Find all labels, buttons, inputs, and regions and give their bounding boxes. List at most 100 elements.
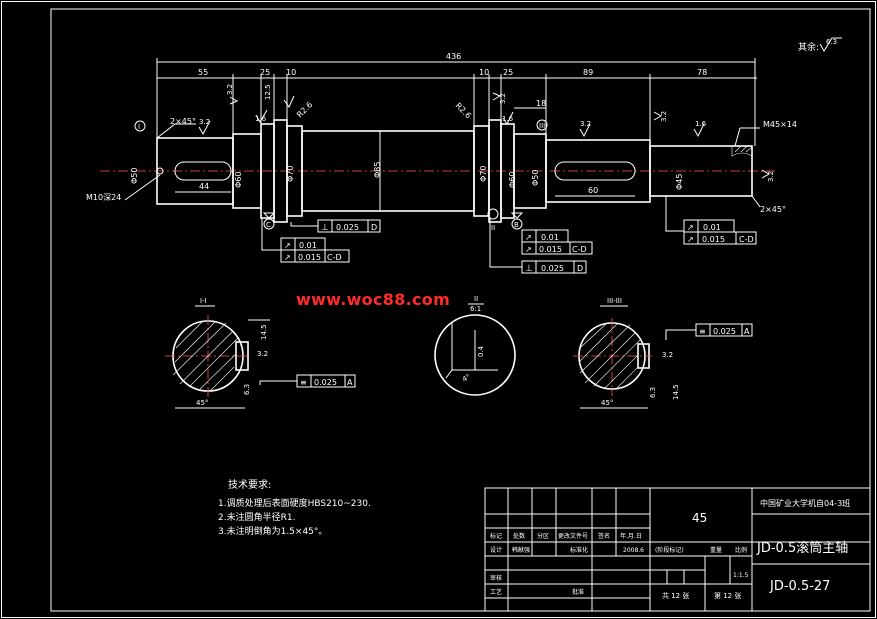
tol-ref: C-D	[572, 245, 587, 254]
dia-label-drive: Φ50	[531, 170, 540, 186]
notes-line-2: 2.未注圆角半径R1.	[218, 511, 295, 523]
roughness-mark: 3.2	[660, 111, 668, 122]
dia-label-shoulder-right: Φ70	[479, 166, 488, 182]
sec3-dim-b: 6.3	[649, 387, 657, 398]
shaft-segment-thread	[649, 145, 753, 197]
tol-value: 0.01	[299, 241, 317, 250]
header-col-sign: 签名	[598, 532, 610, 540]
dia-label-bearing-left: Φ60	[234, 172, 243, 188]
chamfer-left-label: 2×45°	[170, 117, 196, 126]
dimension-lines	[156, 58, 757, 197]
tol-symbol: ↗	[525, 233, 532, 242]
thread-right-label: M45×14	[763, 120, 797, 129]
section-i-title: I-I	[200, 297, 207, 305]
sec1-dim-b: 3.2	[257, 350, 268, 358]
dim-78: 78	[697, 68, 707, 77]
section-ii-title: II	[474, 295, 478, 303]
roughness-mark: 1.6	[502, 115, 514, 123]
dim-25b: 25	[503, 68, 513, 77]
tol-symbol: ⊥	[525, 264, 533, 274]
roughness-other-label: 其余:	[798, 41, 819, 53]
tol-symbol: ↗	[525, 245, 532, 254]
tolerance-frame-perp-c: ⊥ 0.025 D	[290, 219, 381, 233]
dim-89: 89	[583, 68, 593, 77]
dim-25a: 25	[260, 68, 270, 77]
roughness-symbol-icon	[819, 37, 842, 52]
tol-symbol: ↗	[687, 223, 694, 232]
tol-value: 0.015	[702, 235, 725, 244]
tol-ref: C-D	[739, 235, 754, 244]
header-col-docno: 更改文件号	[558, 532, 588, 540]
roughness-mark: 12.5	[264, 84, 272, 100]
tol-value: 0.025	[336, 223, 359, 232]
dia-label-left: Φ50	[130, 168, 139, 184]
approve-label: 批准	[572, 588, 584, 596]
section-marker-ii: II	[491, 224, 495, 232]
tol-value: 0.015	[298, 253, 321, 262]
std-label: 标准化	[570, 546, 588, 554]
header-col-mark: 标记	[490, 532, 502, 540]
title-material: 45	[692, 511, 707, 525]
notes-line-3: 3.未注明倒角为1.5×45°。	[218, 525, 327, 537]
tol-ref: D	[371, 223, 377, 232]
dia-label-bearing-right: Φ60	[508, 172, 517, 188]
tol-value: 0.015	[539, 245, 562, 254]
roughness-mark: 3.2	[226, 84, 234, 95]
chamfer-right-label: 2×45°	[760, 205, 786, 214]
center-hole-left	[156, 167, 164, 175]
design-label: 设计	[490, 546, 502, 554]
keyway-left	[174, 161, 232, 181]
design-date: 2008.6	[623, 547, 644, 554]
scale-label: 比例	[735, 546, 747, 554]
sec1-dim-c: 6.3	[243, 384, 251, 395]
watermark-url: www.woc88.com	[296, 290, 451, 309]
section-ii-view: II 6:1 0.4 4°	[434, 295, 516, 396]
weight-label: 重量	[710, 546, 722, 554]
title-block: 中国矿业大学机自04-3班 45 JD-0.5滚筒主轴 JD-0.5-27 标记…	[484, 487, 871, 612]
title-part-name: JD-0.5滚筒主轴	[756, 540, 848, 556]
sec1-dim-a: 14.5	[260, 324, 268, 340]
tol-ref: A	[347, 378, 353, 387]
header-col-count: 处数	[513, 532, 525, 540]
tol-symbol: ⊥	[321, 223, 329, 233]
tol-value: 0.01	[541, 233, 559, 242]
technical-notes: 技术要求: 1.调质处理后表面硬度HBS210~230. 2.未注圆角半径R1.…	[218, 478, 371, 537]
process-label: 工艺	[490, 588, 502, 596]
sheets-total: 共 12 张	[662, 591, 689, 600]
dim-10b: 10	[479, 68, 489, 77]
sec2-angle: 4°	[461, 373, 472, 384]
roughness-other-value: 6.3	[826, 38, 837, 46]
scale-value: 1:1.5	[733, 572, 749, 579]
tol-symbol: ↗	[687, 235, 694, 244]
tol-symbol: ↗	[284, 253, 291, 262]
tol-symbol: ↗	[284, 241, 291, 250]
section-marker-iii: III	[539, 122, 545, 130]
section-ii-scale: 6:1	[470, 305, 481, 313]
datum-b: B	[514, 221, 519, 229]
title-school: 中国矿业大学机自04-3班	[760, 498, 850, 508]
section-iii-title: III-III	[607, 297, 622, 305]
dia-label-middle: Φ85	[373, 162, 382, 178]
dia-label-thread: Φ45	[675, 174, 684, 190]
tol-symbol: ≡	[699, 327, 706, 336]
thread-left-label: M10深24	[86, 193, 121, 202]
tol-ref: A	[744, 327, 750, 336]
dia-label-shoulder-left: Φ70	[286, 166, 295, 182]
section-iii-view: III-III ≡ 0.025 A 3.2 6.3 14.5 45°	[573, 297, 753, 409]
sec3-dim-c: 14.5	[672, 384, 680, 400]
thread-hatch	[731, 145, 753, 157]
section-markers: I III II C B	[134, 119, 548, 232]
tolerance-frame-runout-c: ↗ 0.01 ↗ 0.015 C-D	[261, 218, 350, 263]
tol-ref: D	[577, 264, 583, 273]
keyway-right	[554, 161, 636, 181]
dim-18: 18	[536, 99, 546, 108]
roughness-mark: 3.2	[199, 118, 210, 126]
shaft-main-view	[100, 119, 775, 223]
tolerance-frame-runout-b: ↗ 0.01 ↗ 0.015 C-D ⊥ 0.025 D	[489, 218, 593, 274]
stage-label: (阶段标记)	[655, 546, 684, 554]
section-marker-i: I	[138, 123, 140, 131]
sec3-angle: 45°	[601, 399, 613, 407]
dim-overall: 436	[446, 52, 461, 61]
